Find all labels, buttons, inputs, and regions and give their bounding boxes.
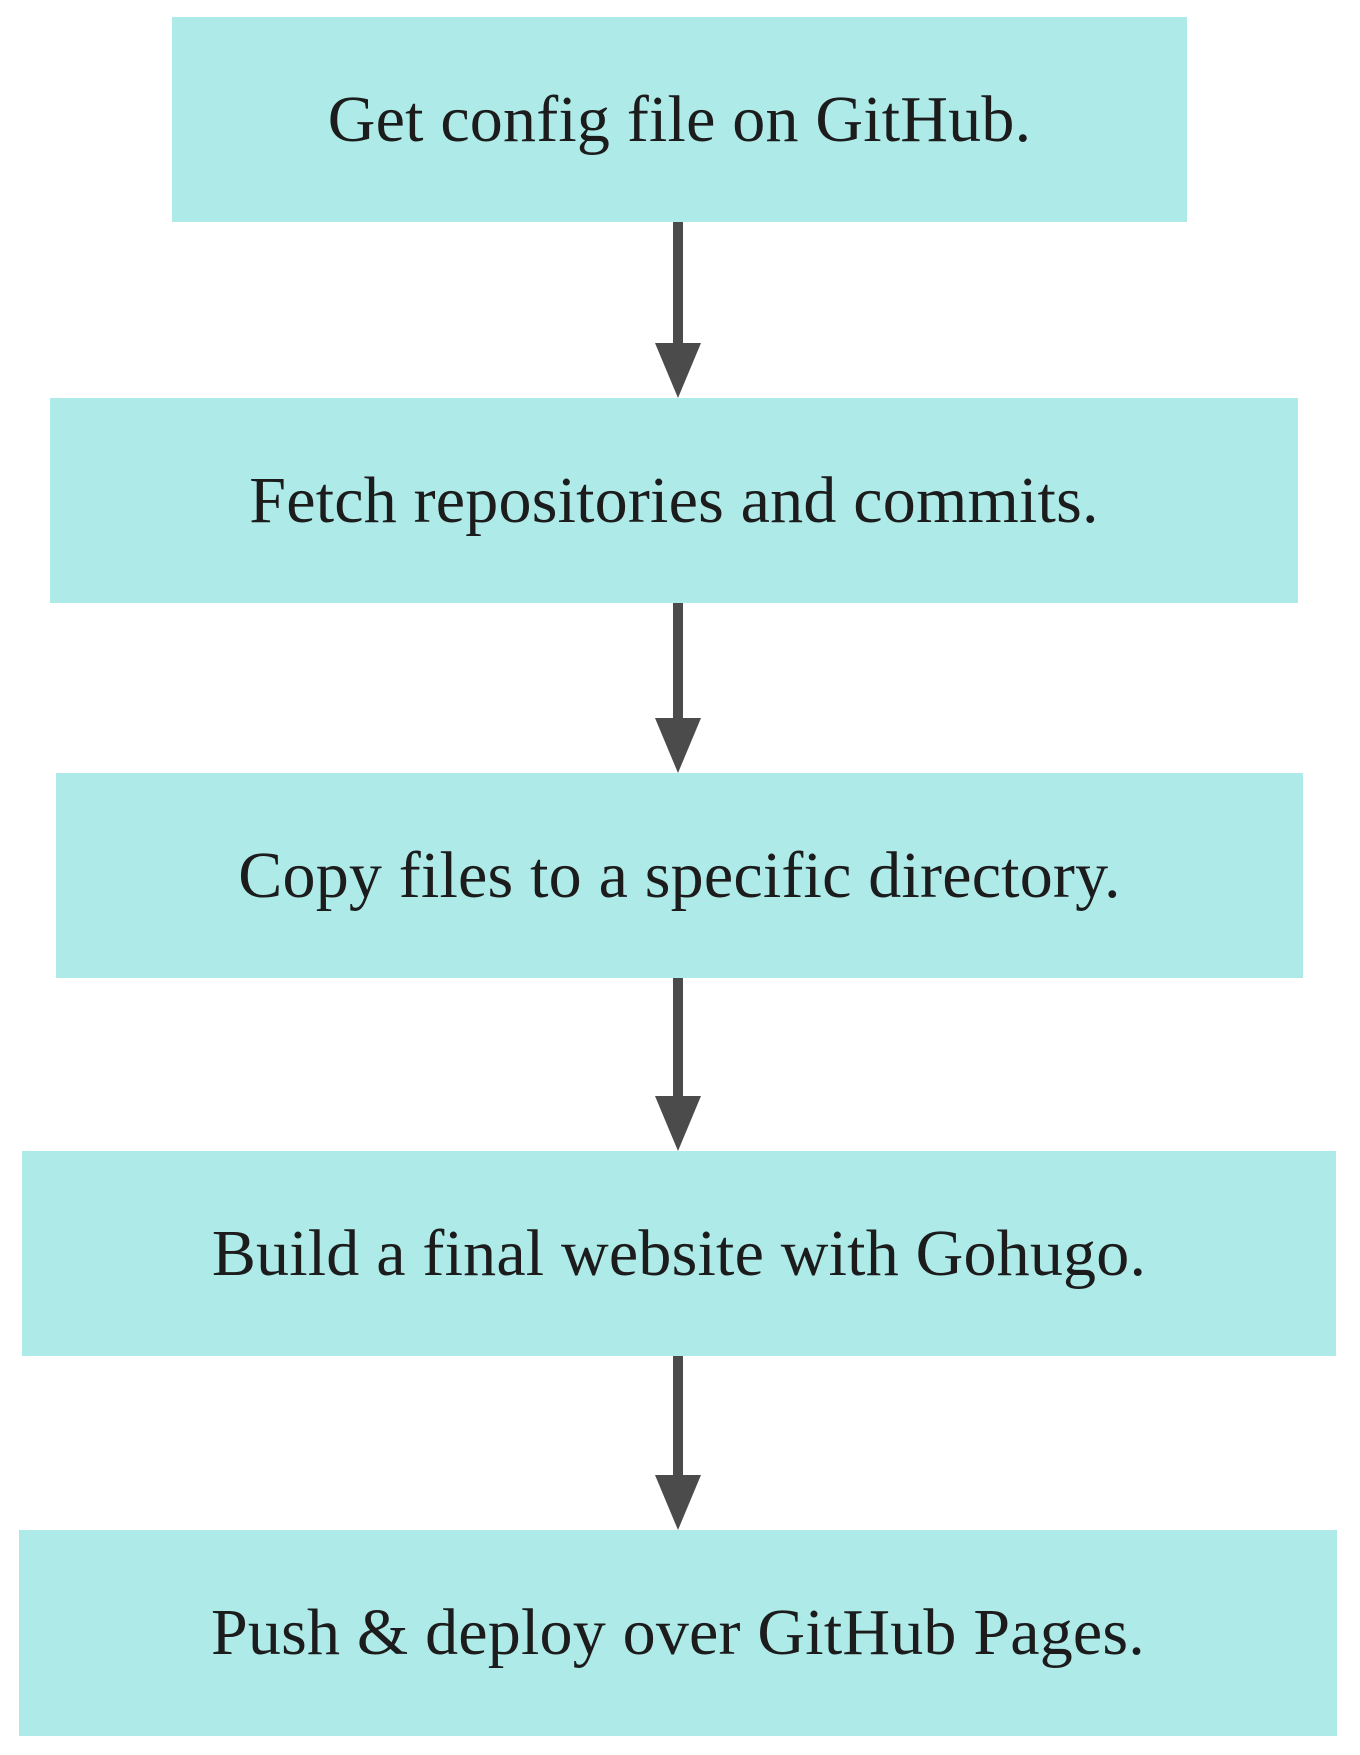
- flowchart-node-label: Fetch repositories and commits.: [249, 463, 1099, 537]
- edge-shaft: [673, 978, 683, 1098]
- flowchart-node-label: Build a final website with Gohugo.: [211, 1216, 1147, 1290]
- arrow-down-icon: [655, 343, 701, 398]
- flowchart-node-label: Push & deploy over GitHub Pages.: [210, 1596, 1145, 1669]
- arrow-down-icon: [655, 1475, 701, 1530]
- flowchart-node-copy-files[interactable]: Copy files to a specific directory.: [56, 773, 1303, 978]
- edge-shaft: [673, 1356, 683, 1477]
- flowchart-edge-1-arrow: [646, 222, 710, 398]
- flowchart-node-push-deploy[interactable]: Push & deploy over GitHub Pages.: [19, 1530, 1337, 1736]
- edge-shaft: [673, 222, 683, 345]
- edge-shaft: [673, 603, 683, 720]
- flowchart-edge-4-arrow: [646, 1356, 710, 1530]
- flowchart-node-fetch-repositories[interactable]: Fetch repositories and commits.: [50, 398, 1298, 603]
- arrow-down-icon: [655, 718, 701, 773]
- flowchart-node-get-config-file[interactable]: Get config file on GitHub.: [172, 17, 1187, 222]
- flowchart-edge-3-arrow: [646, 978, 710, 1151]
- arrow-down-icon: [655, 1096, 701, 1151]
- flowchart-edge-2-arrow: [646, 603, 710, 773]
- flowchart-node-build-website[interactable]: Build a final website with Gohugo.: [22, 1151, 1336, 1356]
- flowchart-node-label: Copy files to a specific directory.: [238, 838, 1121, 912]
- flowchart-node-label: Get config file on GitHub.: [327, 82, 1032, 156]
